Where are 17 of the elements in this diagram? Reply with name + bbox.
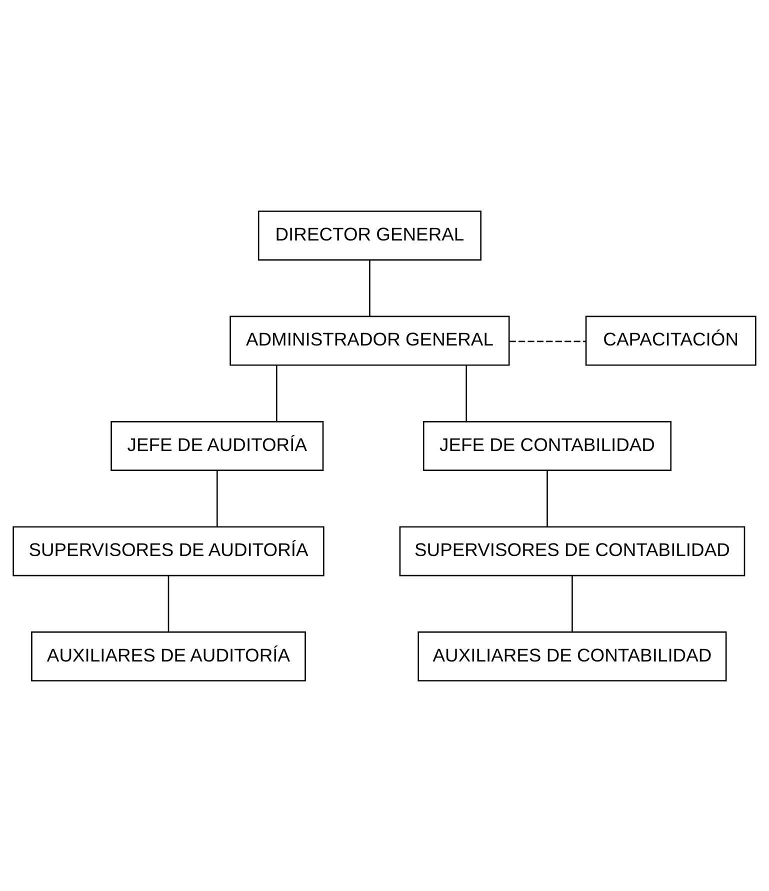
connector [369,259,370,316]
node-box: AUXILIARES DE CONTABILIDAD [418,630,727,681]
node-box: SUPERVISORES DE CONTABILIDAD [399,526,746,576]
connector [168,575,170,632]
node-box: AUXILIARES DE AUDITORÍA [31,630,306,681]
connector [572,575,573,632]
node-box: CAPACITACIÓN [585,315,756,366]
node-box: SUPERVISORES DE AUDITORÍA [12,526,324,576]
connector [509,340,586,342]
node-box: ADMINISTRADOR GENERAL [230,315,510,366]
node-box: JEFE DE CONTABILIDAD [422,420,672,470]
connector [466,364,468,421]
connector [216,470,218,526]
connector [546,470,548,526]
node-box: JEFE DE AUDITORÍA [110,420,324,470]
node-box: DIRECTOR GENERAL [258,210,482,260]
connector [276,364,278,421]
